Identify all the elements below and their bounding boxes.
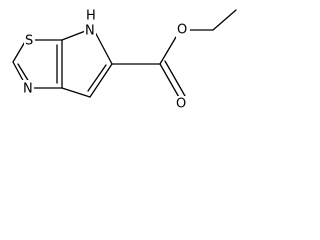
atom-label-sulfur: S (25, 34, 33, 49)
atom-label-nh-nitrogen: N (85, 24, 95, 39)
nh-n-mask (84, 22, 96, 38)
atom-label-layer: S H N N O O (22, 8, 190, 112)
atom-label-ester-oxygen: O (177, 23, 187, 38)
chemical-structure: S H N N O O (12, 8, 237, 112)
atom-label-carbonyl-oxygen: O (176, 97, 186, 112)
sulfur-mask (24, 32, 35, 48)
bond-c5-c6 (89, 63, 113, 98)
bond-c6-c3a (61, 87, 91, 98)
bond-layer (12, 9, 237, 100)
ester-o-mask (176, 22, 190, 38)
atom-label-thiazole-nitrogen: N (23, 82, 33, 97)
bond-carbonyl-o (159, 63, 181, 100)
bond-carbonyl-o-double (164, 60, 186, 97)
bond-c7a-n4 (61, 29, 89, 41)
carbonyl-o-mask (175, 96, 189, 112)
bond-s-c2 (12, 39, 27, 63)
thiazole-n-mask (22, 80, 34, 96)
bond-n4-c5 (94, 31, 113, 65)
bond-c2-n3-double (17, 63, 30, 83)
atom-label-nh-hydrogen: H (86, 9, 96, 24)
nh-h-mask (84, 8, 95, 22)
bond-carbonyl-ester-o (159, 36, 177, 65)
bond-c5-c6-double (87, 64, 107, 92)
bond-ch2-ch3 (212, 9, 237, 31)
